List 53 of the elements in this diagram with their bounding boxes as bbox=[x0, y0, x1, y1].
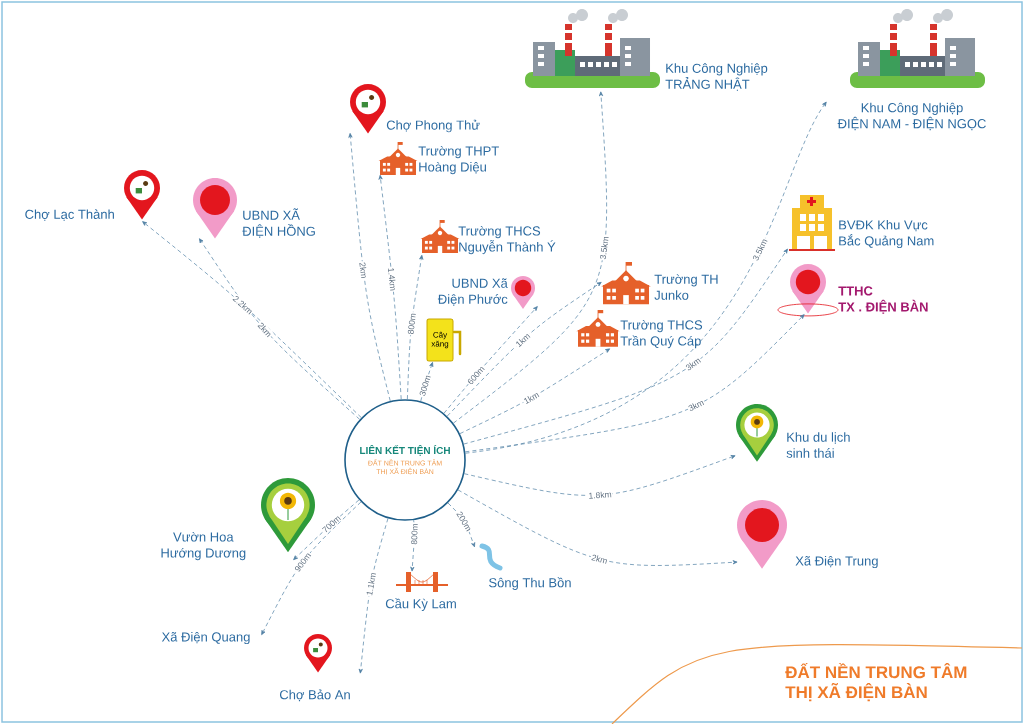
edge-label: 3km bbox=[686, 397, 706, 413]
arrow bbox=[463, 248, 788, 445]
edge-label: 1km bbox=[521, 389, 542, 406]
arrow bbox=[410, 519, 415, 572]
arrow bbox=[453, 91, 607, 424]
gas-pump-sign: Cây xăng bbox=[426, 318, 462, 362]
arrow bbox=[465, 101, 827, 454]
place-label: BVĐK Khu Vực Bắc Quảng Nam bbox=[839, 219, 934, 249]
edge-label: 1.4km bbox=[386, 266, 398, 293]
edge-label: 2km bbox=[589, 552, 610, 566]
edge-label: 800m bbox=[410, 522, 419, 546]
place-label: Trường THCS Trần Quý Cáp bbox=[620, 319, 703, 349]
place-label: Khu Công Nghiệp ĐIỆN NAM - ĐIỆN NGỌC bbox=[837, 102, 986, 131]
arrow bbox=[447, 502, 476, 548]
place-label: Cầu Kỳ Lam bbox=[385, 598, 456, 611]
arrow bbox=[446, 281, 602, 417]
edge-label: 300m bbox=[417, 373, 433, 398]
arrow bbox=[199, 238, 361, 420]
edge-label: 3km bbox=[683, 355, 703, 373]
place-label: Trường THPT Hoàng Diệu bbox=[418, 145, 499, 175]
place-label: Chợ Lạc Thành bbox=[25, 209, 114, 221]
arrow bbox=[358, 518, 389, 674]
place-label: Trường TH Junko bbox=[654, 274, 718, 300]
edge-label: 800m bbox=[406, 311, 418, 336]
edge-label: 1.8km bbox=[587, 489, 613, 500]
place-label: Sông Thu Bồn bbox=[489, 577, 571, 590]
arrow bbox=[407, 254, 424, 400]
place-label: Chợ Phong Thử bbox=[386, 119, 480, 133]
arrow bbox=[142, 221, 362, 419]
place-label: Chợ Bảo An bbox=[279, 689, 350, 702]
edge-label: 2km bbox=[358, 260, 369, 280]
arrow bbox=[420, 362, 434, 402]
edge-label: 1.1km bbox=[364, 570, 378, 598]
place-label: Trường THCS Nguyễn Thành Ý bbox=[458, 225, 556, 255]
place-label: TTHC TX . ĐIỆN BÀN bbox=[838, 286, 928, 314]
arrow bbox=[378, 174, 402, 400]
place-label: Xã Điện Trung bbox=[795, 555, 878, 569]
arrow bbox=[348, 133, 391, 402]
edge-label: 3.5km bbox=[598, 234, 610, 261]
place-label: Vườn Hoa Hướng Dương bbox=[161, 531, 246, 561]
arrow bbox=[457, 489, 738, 566]
arrow bbox=[459, 348, 611, 435]
place-label: Xã Điện Quang bbox=[161, 631, 250, 645]
place-label: Khu du lịch sinh thái bbox=[786, 432, 850, 458]
arrow bbox=[464, 314, 805, 453]
arrow bbox=[293, 499, 360, 561]
arrow bbox=[443, 306, 538, 414]
arrow bbox=[463, 455, 736, 496]
place-label: Khu Công Nghiệp TRẢNG NHẬT bbox=[665, 63, 768, 91]
place-label: UBND Xã Điện Phước bbox=[437, 278, 508, 306]
place-label: UBND XÃ ĐIỆN HỒNG bbox=[242, 208, 315, 238]
tagline: ĐẤT NỀN TRUNG TÂM THỊ XÃ ĐIỆN BÀN bbox=[785, 662, 967, 702]
edge-label: 1km bbox=[513, 330, 533, 350]
